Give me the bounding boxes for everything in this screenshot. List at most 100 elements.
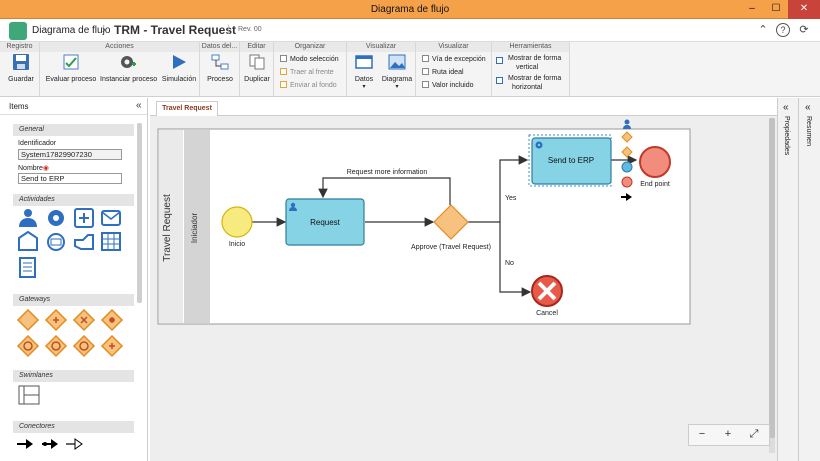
evaluate-process-button[interactable]: Evaluar proceso (44, 53, 98, 83)
ribbon-group-organizar: Organizar Modo selección Traer al frente… (274, 42, 347, 97)
select-mode-button[interactable]: Modo selección (280, 54, 339, 67)
task-send-to-erp[interactable] (531, 137, 612, 185)
section-gateways[interactable]: Gateways (13, 294, 134, 306)
panel-title: Items (9, 102, 29, 111)
pool-label: Travel Request (162, 194, 173, 262)
instantiate-process-button[interactable]: Instanciar proceso (100, 53, 158, 83)
identifier-label: Identificador (18, 140, 57, 147)
event-based-gateway-icon (72, 334, 96, 358)
app-header: Diagrama de flujo › TRM - Travel Request… (0, 19, 820, 42)
show-horizontal-label-2: horizontal (512, 84, 543, 91)
exception-path-checkbox[interactable]: Vía de excepción (422, 54, 486, 67)
swimlane-icon[interactable] (18, 385, 40, 405)
ribbon-group-label: Registro (0, 42, 39, 52)
start-event[interactable] (221, 206, 253, 238)
process-icon (211, 54, 229, 70)
summary-panel-collapsed[interactable]: « Resumen (798, 98, 820, 461)
send-back-button[interactable]: Enviar al fondo (280, 80, 337, 93)
instantiate-label: Instanciar proceso (100, 76, 158, 83)
gateway-label: Approve (Travel Request) (411, 244, 491, 251)
ribbon-group-acciones: Acciones Evaluar proceso Instanciar proc… (40, 42, 200, 97)
show-horizontal-label-1: Mostrar de forma (508, 75, 562, 82)
properties-label: Propiedades (783, 116, 790, 156)
zoom-in-button[interactable]: + (719, 428, 737, 444)
close-button[interactable]: ✕ (788, 0, 820, 19)
zoom-out-button[interactable]: − (693, 428, 711, 444)
zoom-toolbar: − + ⤢ (688, 424, 770, 446)
section-connectors[interactable]: Conectores (13, 421, 134, 433)
quick-intermediate-event-icon (621, 161, 633, 173)
ribbon-group-label: Datos del... (200, 42, 239, 52)
loop-flow-label: Request more information (347, 169, 428, 176)
ideal-path-checkbox[interactable]: Ruta ideal (422, 67, 464, 80)
event-gateway-icon (16, 334, 40, 358)
expand-properties-icon[interactable]: « (783, 102, 789, 113)
task-request-label: Request (310, 218, 341, 227)
ribbon-group-label: Acciones (40, 42, 199, 52)
checkbox-icon (422, 55, 429, 62)
select-mode-label: Modo selección (290, 56, 339, 63)
included-value-checkbox[interactable]: Valor incluido (422, 80, 474, 93)
data-dropdown[interactable]: Datos ▾ (351, 53, 377, 90)
collapse-panel-icon[interactable]: « (136, 100, 142, 111)
ribbon-group-herramientas: Herramientas Mostrar de forma vertical M… (492, 42, 570, 97)
tab-travel-request[interactable]: Travel Request (156, 101, 218, 116)
save-label: Guardar (8, 76, 34, 83)
ribbon-group-registro: Registro Guardar (0, 42, 40, 97)
show-vertical-label-1: Mostrar de forma (508, 55, 562, 62)
gateway-approve[interactable] (433, 204, 469, 240)
service-task-icon (48, 210, 64, 226)
section-general[interactable]: General (13, 124, 134, 136)
fit-screen-button[interactable]: ⤢ (745, 428, 763, 444)
process-button[interactable]: Proceso (203, 53, 237, 83)
properties-panel-collapsed[interactable]: « Propiedades (777, 98, 798, 461)
identifier-field[interactable]: System17829907230 (18, 149, 122, 160)
simulation-button[interactable]: Simulación (160, 53, 198, 83)
panel-scrollbar[interactable] (137, 123, 142, 303)
bring-front-button[interactable]: Traer al frente (280, 67, 334, 80)
simulation-label: Simulación (161, 76, 197, 83)
breadcrumb-app[interactable]: Diagrama de flujo (32, 25, 111, 36)
collapse-ribbon-icon[interactable]: ⌃ (758, 24, 768, 36)
ribbon-group-label: Visualizar (416, 42, 491, 52)
selection-box (528, 134, 612, 187)
zoom-in-icon: + (724, 428, 732, 440)
message-flow-icon (66, 438, 83, 450)
end-event[interactable] (639, 146, 671, 178)
duplicate-button[interactable]: Duplicar (242, 53, 272, 83)
minimize-button[interactable]: – (749, 3, 755, 14)
lane-label: Iniciador (190, 213, 199, 244)
save-button[interactable]: Guardar (4, 53, 38, 83)
receive-message-icon (18, 230, 38, 251)
expand-summary-icon[interactable]: « (805, 102, 811, 113)
send-message-icon (101, 210, 121, 226)
refresh-icon[interactable]: ⟳ (799, 24, 809, 36)
canvas-scrollbar-thumb[interactable] (769, 118, 775, 438)
diagram-canvas[interactable]: Travel Request Iniciador Inicio Request … (150, 116, 777, 461)
no-label: No (505, 260, 514, 267)
select-mode-icon (280, 55, 287, 62)
help-icon[interactable]: ? (776, 23, 790, 37)
ribbon-group-editar: Editar Duplicar (240, 42, 274, 97)
diagram-dropdown[interactable]: Diagrama ▾ (381, 53, 413, 90)
start-label: Inicio (229, 241, 245, 248)
section-activities[interactable]: Actividades (13, 194, 134, 206)
ribbon-group-visualizar-paths: Visualizar Vía de excepción Ruta ideal V… (416, 42, 492, 97)
vertical-layout-icon (496, 57, 503, 64)
pool-header (159, 130, 183, 323)
ribbon-group-label: Organizar (274, 42, 346, 52)
name-field[interactable]: Send to ERP (18, 173, 122, 184)
checkbox-icon (422, 68, 429, 75)
quick-parallel-gateway-icon (621, 146, 633, 158)
process-diagram: Travel Request Iniciador Inicio Request … (157, 119, 691, 325)
duplicate-label: Duplicar (244, 76, 270, 83)
maximize-button[interactable]: ☐ (771, 3, 781, 14)
data-icon (355, 55, 373, 69)
activities-palette (18, 208, 121, 278)
save-icon (13, 54, 29, 70)
items-panel: Items « General Identificador System1782… (0, 98, 148, 461)
chevron-down-icon: ▾ (395, 84, 399, 90)
duplicate-icon (249, 54, 265, 70)
section-swimlanes[interactable]: Swimlanes (13, 370, 134, 382)
task-request[interactable] (285, 198, 365, 246)
